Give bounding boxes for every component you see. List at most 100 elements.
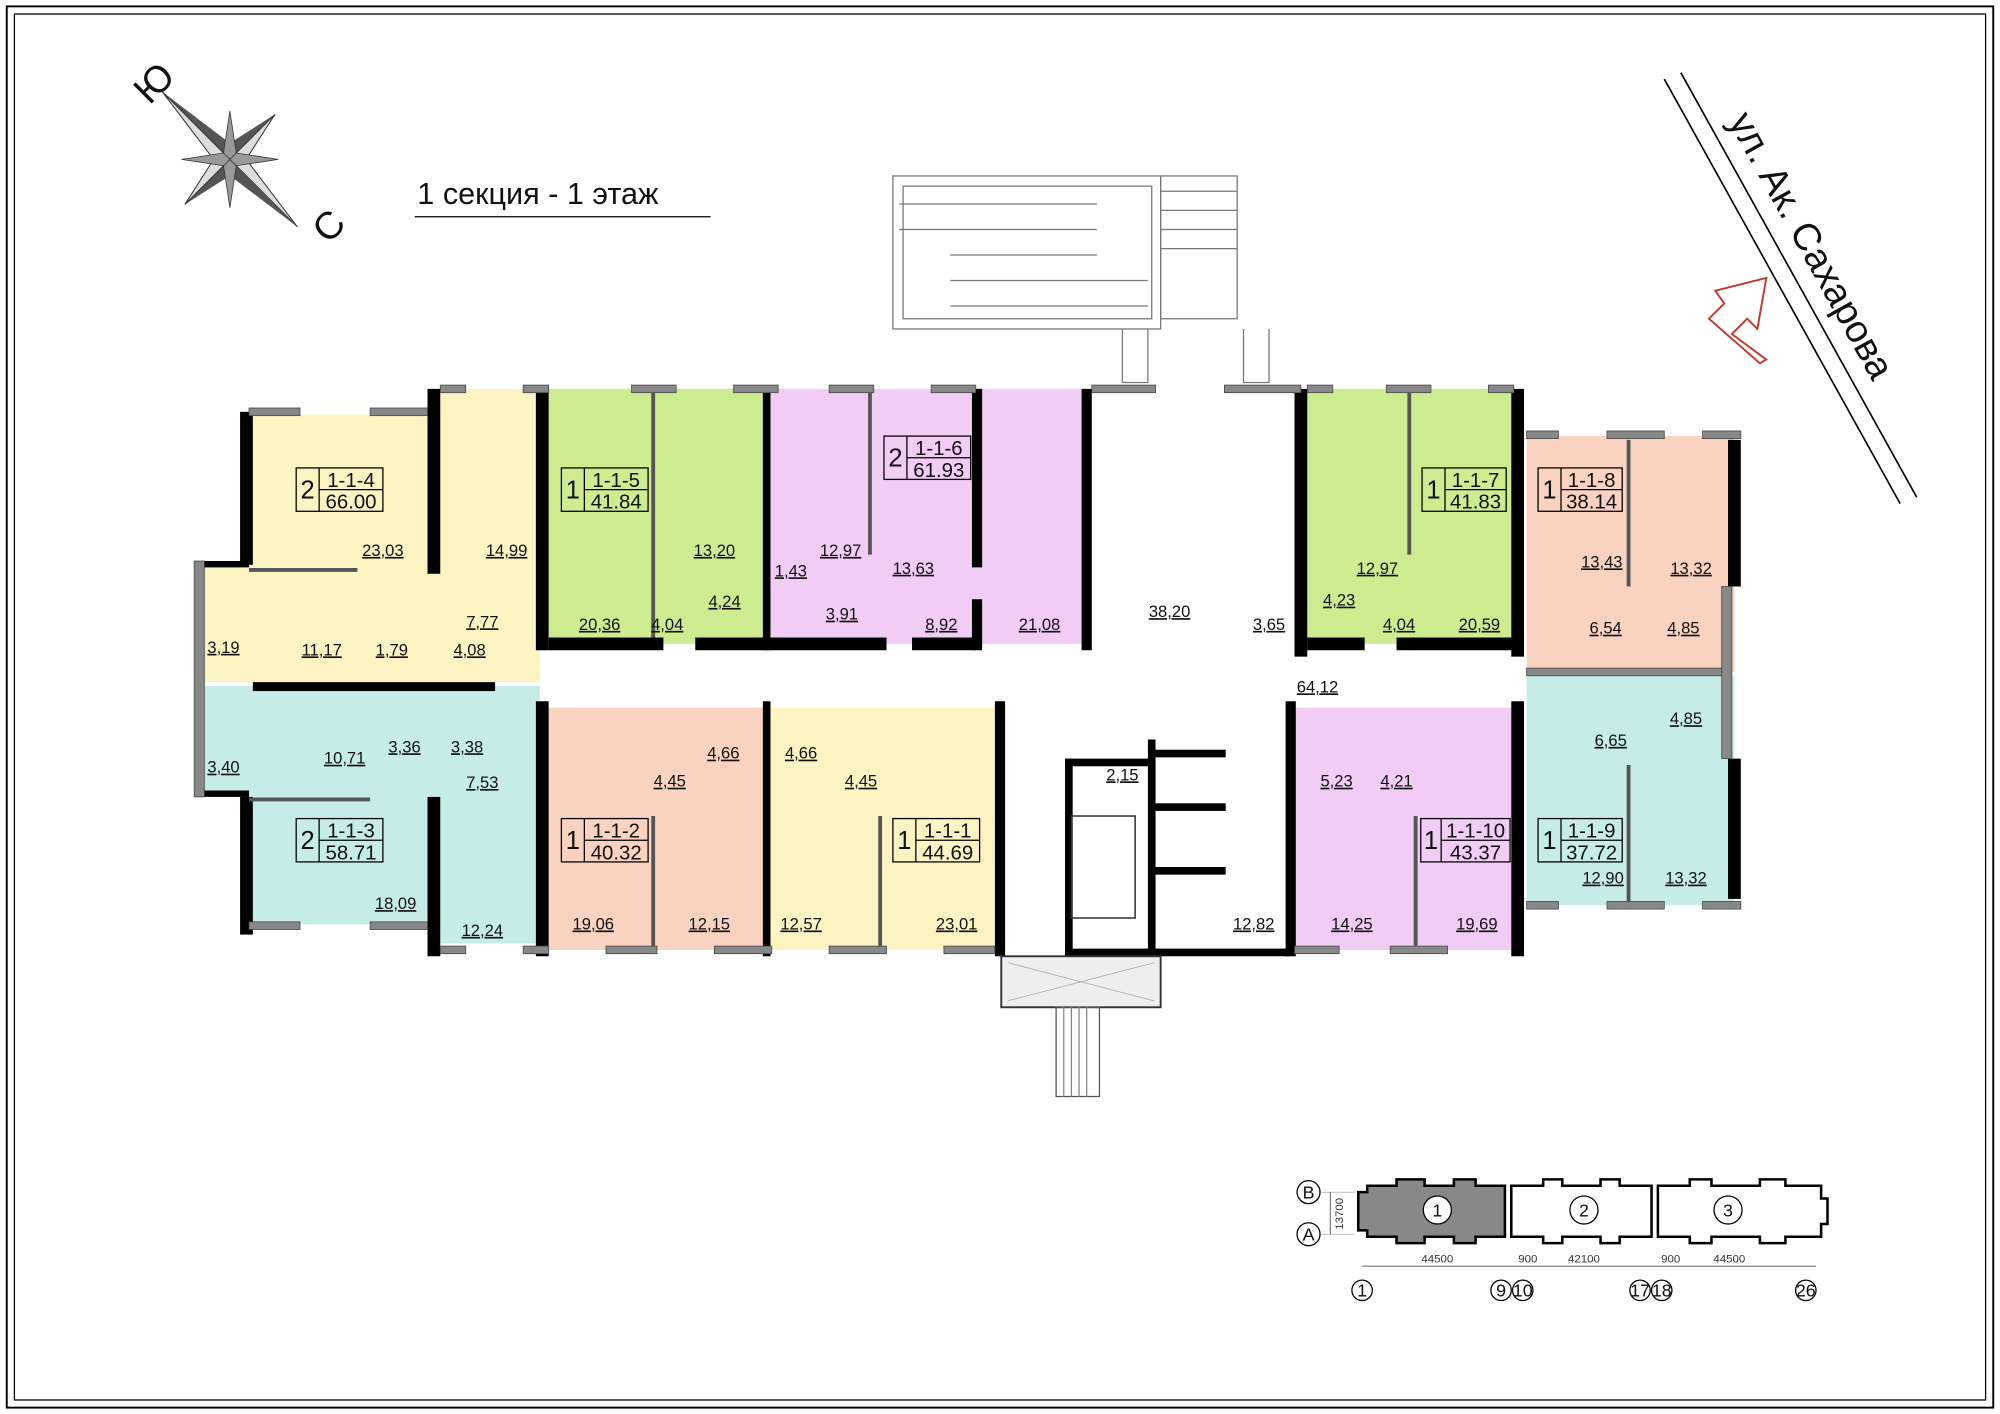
room-area: 5,23 <box>1320 772 1352 791</box>
apartment-area: 40.32 <box>591 842 642 864</box>
depth-dim: 13700 <box>1334 1198 1346 1230</box>
apartment-area: 61.93 <box>913 460 964 482</box>
apartment-number: 1-1-6 <box>915 438 963 460</box>
outer-frame <box>5 5 1995 1409</box>
room-area: 4,66 <box>785 744 817 763</box>
apt-1-1-4-area[interactable] <box>249 414 441 568</box>
section-number: 2 <box>1579 1200 1589 1220</box>
apartment-number: 1-1-5 <box>592 470 640 492</box>
apartment-1-1-4[interactable]: 2 1-1-4 66.00 23,03 14,99 7,77 11,17 1,7… <box>207 467 527 659</box>
room-area: 12,97 <box>1357 559 1398 578</box>
room-area: 18,09 <box>375 894 416 913</box>
room-area: 19,06 <box>573 914 614 933</box>
section-3-outline[interactable] <box>1656 1178 1829 1245</box>
key-plan: B A 13700 1 2 3 44500 900 42100 900 4450… <box>1296 1178 1829 1302</box>
room-count: 2 <box>888 445 902 473</box>
room-area: 4,45 <box>654 772 686 791</box>
dim: 44500 <box>1421 1253 1453 1265</box>
street-line <box>1663 78 1901 505</box>
apartment-1-1-2[interactable]: 1 1-1-2 40.32 4,45 4,66 19,06 12,15 <box>560 744 739 934</box>
axis-label: 17 <box>1630 1281 1650 1301</box>
external-stair-top <box>892 175 1270 384</box>
room-area: 23,03 <box>362 541 403 560</box>
compass-north-label: С <box>304 201 354 251</box>
room-area: 13,63 <box>893 559 934 578</box>
entrance-porch <box>1000 955 1162 1098</box>
apartment-1-1-10[interactable]: 1 1-1-10 43.37 5,23 4,21 14,25 19,69 <box>1320 772 1511 934</box>
page-title: 1 секция - 1 этаж <box>417 177 659 211</box>
section-number: 1 <box>1432 1200 1442 1220</box>
room-area: 4,04 <box>651 615 683 634</box>
apt-1-1-10-area[interactable] <box>1294 707 1512 950</box>
entrance-arrow-icon <box>1707 276 1769 365</box>
room-area: 4,24 <box>708 592 740 611</box>
room-count: 2 <box>301 827 315 855</box>
dim: 900 <box>1661 1253 1680 1265</box>
room-area: 14,25 <box>1331 914 1372 933</box>
apartment-number: 1-1-10 <box>1446 821 1505 843</box>
apartment-1-1-5[interactable]: 1 1-1-5 41.84 13,20 20,36 4,04 4,24 <box>560 467 741 634</box>
apartment-number: 1-1-1 <box>924 821 972 843</box>
axis-label: 26 <box>1796 1281 1816 1301</box>
room-area: 4,21 <box>1380 772 1412 791</box>
room-area: 8,92 <box>925 615 957 634</box>
apartment-number: 1-1-8 <box>1568 470 1616 492</box>
room-area: 1,43 <box>775 561 807 580</box>
section-number: 3 <box>1723 1200 1733 1220</box>
room-area: 3,91 <box>826 605 858 624</box>
room-area: 21,08 <box>1019 615 1060 634</box>
room-area: 1,79 <box>376 640 408 659</box>
apt-1-1-3-area[interactable] <box>198 685 540 797</box>
apartment-number: 1-1-7 <box>1452 470 1500 492</box>
apartment-fills <box>198 388 1735 950</box>
corridor-area: 64,12 <box>1297 677 1338 696</box>
apartment-area: 41.84 <box>591 492 642 514</box>
apartment-area: 37.72 <box>1566 842 1617 864</box>
row-label: A <box>1303 1225 1315 1245</box>
apartment-number: 1-1-9 <box>1568 821 1616 843</box>
room-area: 23,01 <box>936 914 977 933</box>
room-area: 14,99 <box>486 541 527 560</box>
room-area: 4,08 <box>453 640 485 659</box>
room-area: 4,66 <box>707 744 739 763</box>
axis-label: 1 <box>1357 1281 1367 1301</box>
apartment-number: 1-1-4 <box>327 470 375 492</box>
room-area: 4,23 <box>1323 591 1355 610</box>
room-area: 20,59 <box>1459 615 1500 634</box>
room-area: 12,15 <box>689 914 730 933</box>
apartment-1-1-6[interactable]: 2 1-1-6 61.93 12,97 13,63 1,43 3,91 8,92… <box>775 435 1060 634</box>
street-line <box>1680 72 1918 498</box>
apartment-1-1-7[interactable]: 1 1-1-7 41.83 12,97 4,23 4,04 20,59 <box>1323 467 1507 634</box>
room-area: 13,32 <box>1670 559 1711 578</box>
room-area: 19,69 <box>1456 914 1497 933</box>
room-area: 4,45 <box>845 772 877 791</box>
dim: 900 <box>1518 1253 1537 1265</box>
apartment-1-1-3[interactable]: 2 1-1-3 58.71 10,71 3,36 3,38 7,53 3,40 … <box>207 737 503 940</box>
room-area: 4,85 <box>1670 709 1702 728</box>
shafts-area: 12,82 <box>1233 914 1274 933</box>
room-area: 13,32 <box>1665 869 1706 888</box>
room-count: 1 <box>897 827 911 855</box>
apartment-1-1-1[interactable]: 1 1-1-1 44.69 4,66 4,45 12,57 23,01 <box>780 744 981 934</box>
compass-rose-icon <box>161 91 298 228</box>
room-area: 3,38 <box>451 737 483 756</box>
room-area: 4,85 <box>1667 619 1699 638</box>
apartment-1-1-8[interactable]: 1 1-1-8 38.14 13,43 13,32 6,54 4,85 <box>1537 467 1712 638</box>
apt-1-1-6-area[interactable] <box>769 388 1082 644</box>
room-count: 2 <box>301 477 315 505</box>
room-area: 11,17 <box>302 640 342 659</box>
stair-lobby-area: 2,15 <box>1106 765 1138 784</box>
room-area: 10,71 <box>324 749 365 768</box>
apartment-1-1-9[interactable]: 1 1-1-9 37.72 6,65 4,85 12,90 13,32 <box>1537 709 1707 888</box>
room-area: 12,57 <box>780 914 821 933</box>
apt-1-1-5-area[interactable] <box>548 388 763 644</box>
room-area: 20,36 <box>579 615 620 634</box>
room-area: 12,97 <box>820 541 861 560</box>
room-count: 1 <box>1542 477 1556 505</box>
apartment-area: 44.69 <box>922 842 973 864</box>
wc-area: 3,65 <box>1253 615 1285 634</box>
dim: 44500 <box>1713 1253 1745 1265</box>
room-count: 1 <box>1426 477 1440 505</box>
axis-label: 18 <box>1652 1281 1672 1301</box>
